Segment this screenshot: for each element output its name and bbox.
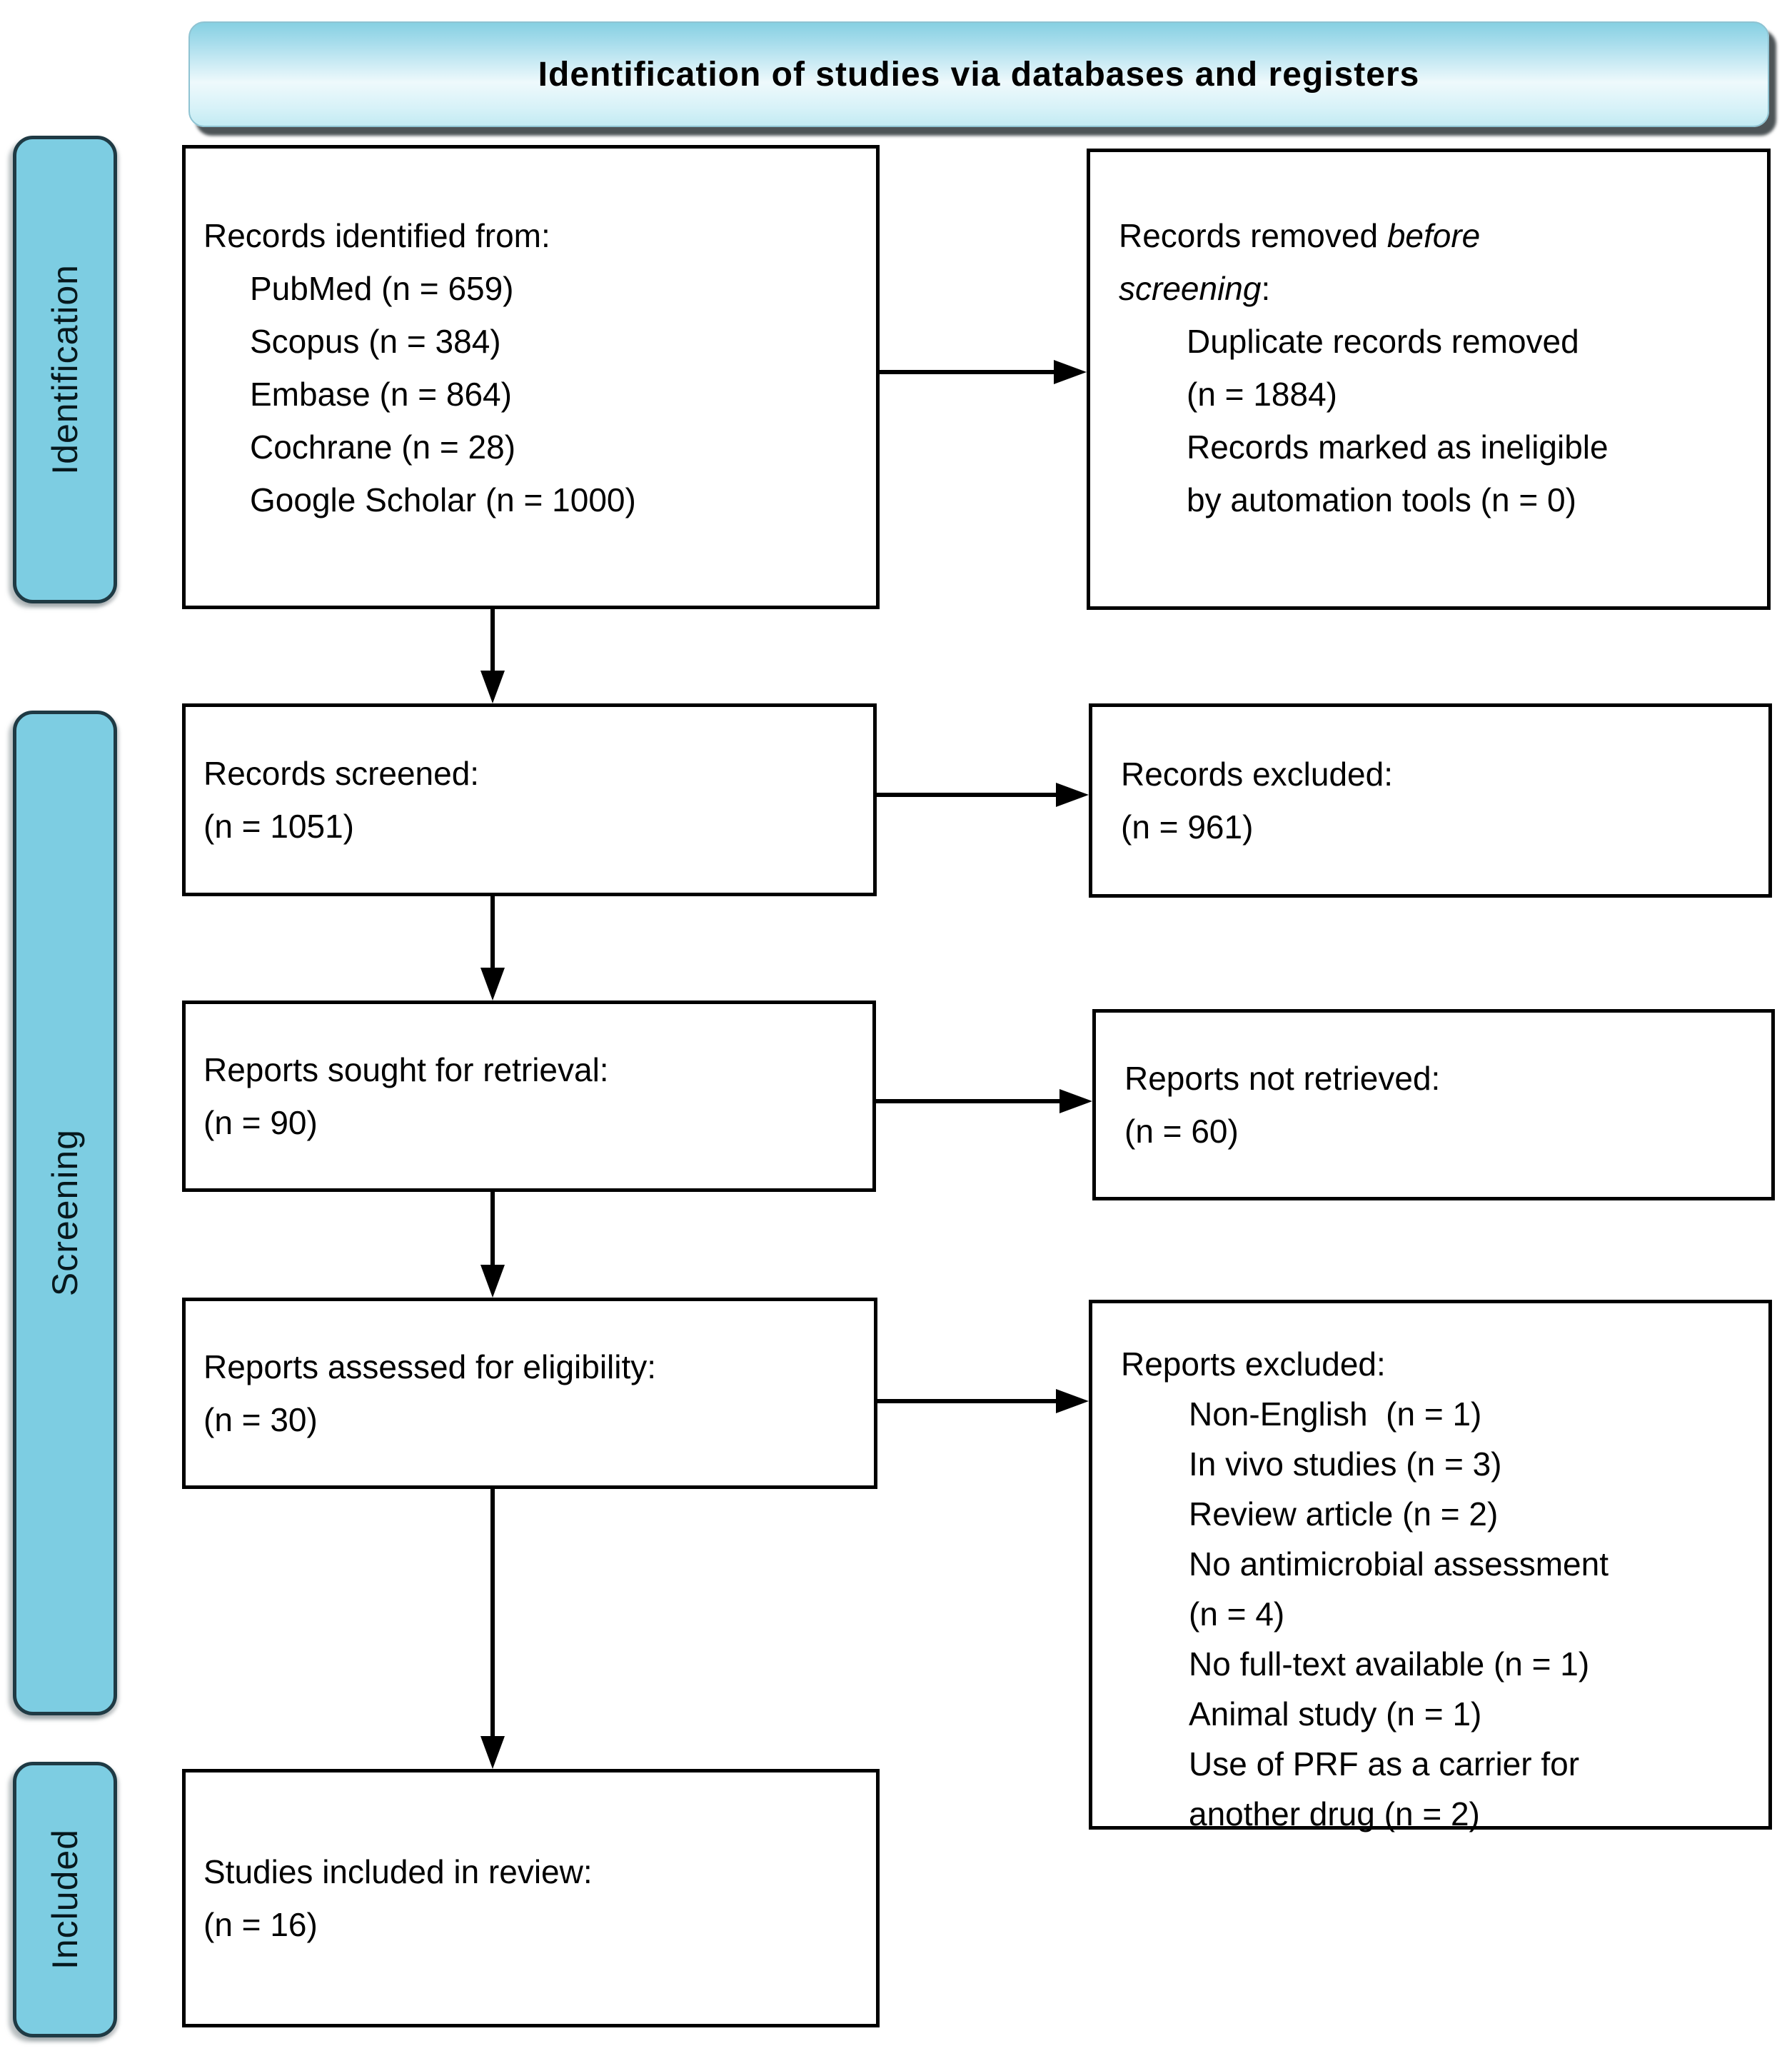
text-line: (n = 16) [203, 1906, 318, 1943]
arrow-identified-to-screened-head-icon [480, 671, 505, 703]
title-banner: Identification of studies via databases … [188, 21, 1769, 127]
arrow-screened-to-excluded-shaft [877, 793, 1060, 797]
arrow-assessed-to-reports-excluded-shaft [877, 1399, 1060, 1403]
stage-label-included: Included [13, 1762, 117, 2037]
text-line: Studies included in review: [203, 1853, 593, 1890]
stage-label-identification: Identification [13, 136, 117, 603]
stage-label-screening-text: Screening [45, 1129, 85, 1297]
box-reports-sought: Reports sought for retrieval: (n = 90) [182, 1001, 876, 1192]
text-line: (n = 1884) [1187, 376, 1337, 413]
arrow-assessed-to-included-shaft [490, 1488, 495, 1740]
arrow-identified-to-removed-shaft [880, 370, 1058, 374]
text-line: Review article (n = 2) [1189, 1495, 1499, 1533]
text-line: Animal study (n = 1) [1189, 1695, 1482, 1732]
arrow-screened-to-sought-shaft [490, 896, 495, 971]
stage-label-included-text: Included [45, 1829, 85, 1970]
text-line: Records marked as ineligible [1187, 428, 1609, 466]
box-studies-included: Studies included in review: (n = 16) [182, 1769, 880, 2027]
text-line: (n = 1051) [203, 808, 354, 845]
text-line: (n = 90) [203, 1104, 318, 1141]
box-reports-excluded: Reports excluded: Non-English (n = 1) In v… [1089, 1300, 1772, 1832]
text-line: Records identified from: [203, 217, 550, 254]
text-line: Records excluded: [1121, 756, 1393, 793]
text-line: screening: [1119, 270, 1271, 307]
text-line: (n = 4) [1189, 1595, 1285, 1633]
text-line: Google Scholar (n = 1000) [250, 481, 636, 518]
box-records-identified: Records identified from: PubMed (n = 659)… [182, 145, 880, 609]
text-line: Non-English (n = 1) [1189, 1395, 1482, 1433]
text-line: PubMed (n = 659) [250, 270, 514, 307]
arrow-sought-to-assessed-shaft [490, 1192, 495, 1268]
text-line: No antimicrobial assessment [1189, 1545, 1609, 1583]
text-line: Reports excluded: [1121, 1345, 1386, 1383]
box-reports-not-retrieved: Reports not retrieved: (n = 60) [1092, 1009, 1775, 1200]
text-line: Reports assessed for eligibility: [203, 1348, 657, 1385]
arrow-identified-to-screened-shaft [490, 609, 495, 675]
text-line: Records screened: [203, 755, 480, 792]
arrow-sought-to-not-retrieved-head-icon [1059, 1089, 1092, 1113]
title-text: Identification of studies via databases … [538, 55, 1420, 94]
arrow-sought-to-assessed-head-icon [480, 1265, 505, 1298]
stage-label-screening: Screening [13, 711, 117, 1715]
arrow-sought-to-not-retrieved-shaft [876, 1099, 1064, 1103]
text-line: (n = 961) [1121, 808, 1254, 846]
text-line: Embase (n = 864) [250, 376, 512, 413]
box-reports-assessed: Reports assessed for eligibility: (n = 30… [182, 1298, 877, 1489]
text-line: Duplicate records removed [1187, 323, 1579, 360]
text-line: (n = 30) [203, 1401, 318, 1438]
text-line: Reports sought for retrieval: [203, 1051, 609, 1088]
arrow-assessed-to-included-head-icon [480, 1736, 505, 1769]
text-line: In vivo studies (n = 3) [1189, 1445, 1502, 1483]
box-records-removed: Records removed before screening: Duplicat… [1087, 149, 1771, 610]
box-records-excluded: Records excluded: (n = 961) [1089, 703, 1772, 898]
text-line: Reports not retrieved: [1124, 1060, 1441, 1097]
text-line: Use of PRF as a carrier for [1189, 1745, 1580, 1782]
arrow-screened-to-excluded-head-icon [1056, 783, 1089, 807]
text-line: (n = 60) [1124, 1113, 1239, 1150]
arrow-identified-to-removed-head-icon [1054, 360, 1087, 384]
text-line: Cochrane (n = 28) [250, 428, 516, 466]
text-line: by automation tools (n = 0) [1187, 481, 1576, 518]
text-line: another drug (n = 2) [1189, 1795, 1480, 1832]
box-records-screened: Records screened: (n = 1051) [182, 703, 877, 896]
text-line: Records removed before [1119, 217, 1481, 254]
text-line: Scopus (n = 384) [250, 323, 501, 360]
arrow-screened-to-sought-head-icon [480, 968, 505, 1001]
stage-label-identification-text: Identification [45, 264, 85, 475]
text-line: No full-text available (n = 1) [1189, 1645, 1590, 1683]
arrow-assessed-to-reports-excluded-head-icon [1056, 1389, 1089, 1413]
